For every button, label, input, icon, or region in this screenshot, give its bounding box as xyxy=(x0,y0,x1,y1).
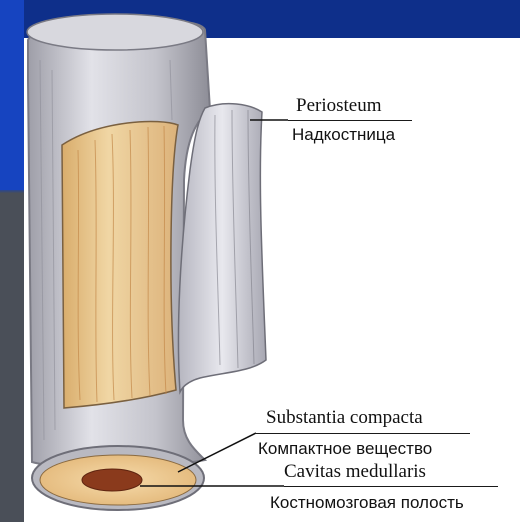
periosteum-russian-label: Надкостница xyxy=(292,126,395,143)
compacta-russian-label: Компактное вещество xyxy=(258,440,432,457)
periosteum-latin-label: Periosteum xyxy=(296,96,382,115)
compacta-underline xyxy=(256,433,470,434)
compact-bone-window xyxy=(62,122,178,408)
medullary-cavity xyxy=(82,469,142,491)
medullaris-underline xyxy=(284,486,498,487)
periosteum-flap xyxy=(178,104,266,392)
periosteum-underline xyxy=(288,120,412,121)
bone-top-end xyxy=(27,14,203,50)
medullaris-latin-label: Cavitas medullaris xyxy=(284,462,426,481)
compacta-latin-label: Substantia compacta xyxy=(266,408,423,427)
medullaris-russian-label: Костномозговая полость xyxy=(270,494,464,511)
